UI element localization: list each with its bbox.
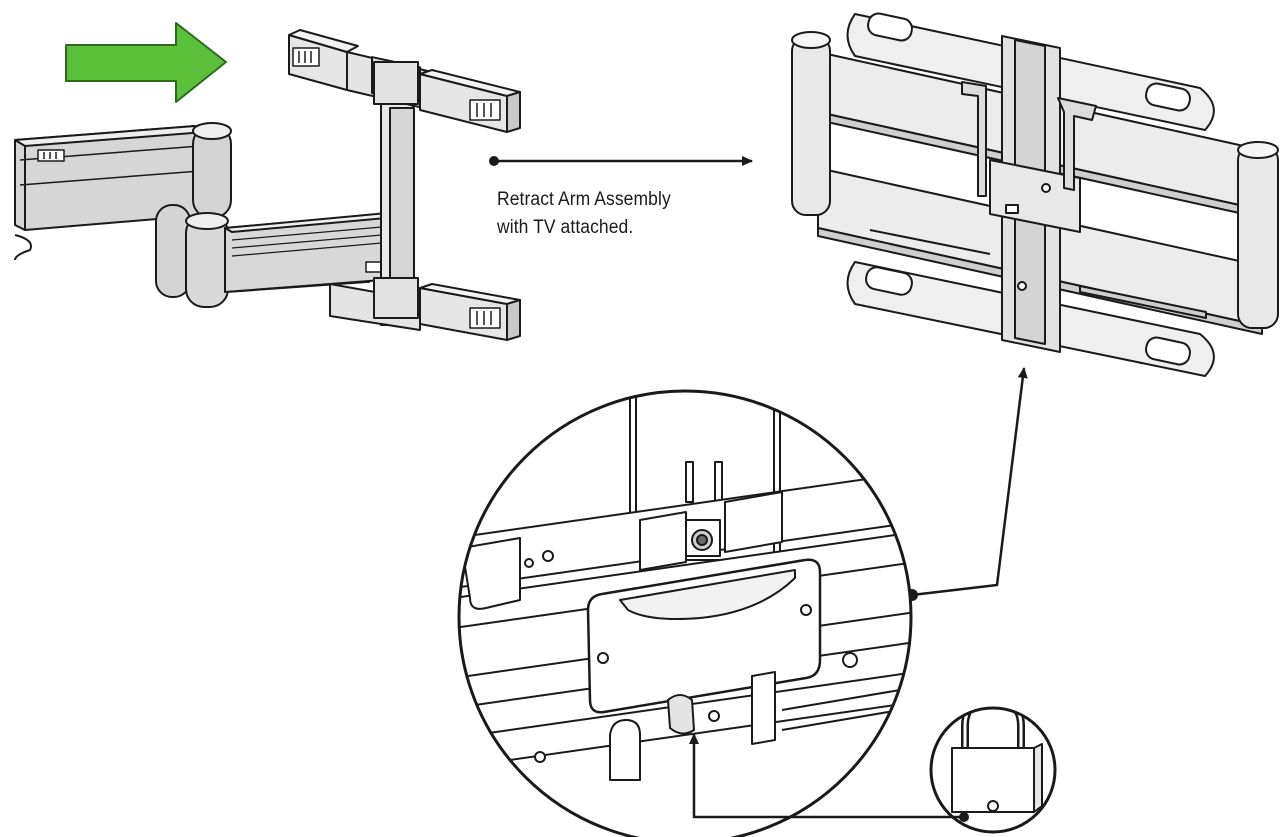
green-push-arrow-icon — [65, 22, 227, 103]
padlock-leader — [689, 733, 969, 822]
padlock-icon — [929, 706, 1057, 834]
instruction-line-1: Retract Arm Assembly — [497, 189, 671, 210]
instruction-line-2: with TV attached. — [497, 217, 634, 238]
detail-leader — [906, 367, 1028, 601]
retracted-arm-assembly — [791, 12, 1279, 377]
retract-instruction: Retract Arm Assembly with TV attached. — [497, 186, 671, 242]
lock-detail-magnifier — [457, 389, 913, 837]
retract-direction-arrow — [489, 156, 753, 166]
extended-arm-assembly — [14, 29, 521, 341]
